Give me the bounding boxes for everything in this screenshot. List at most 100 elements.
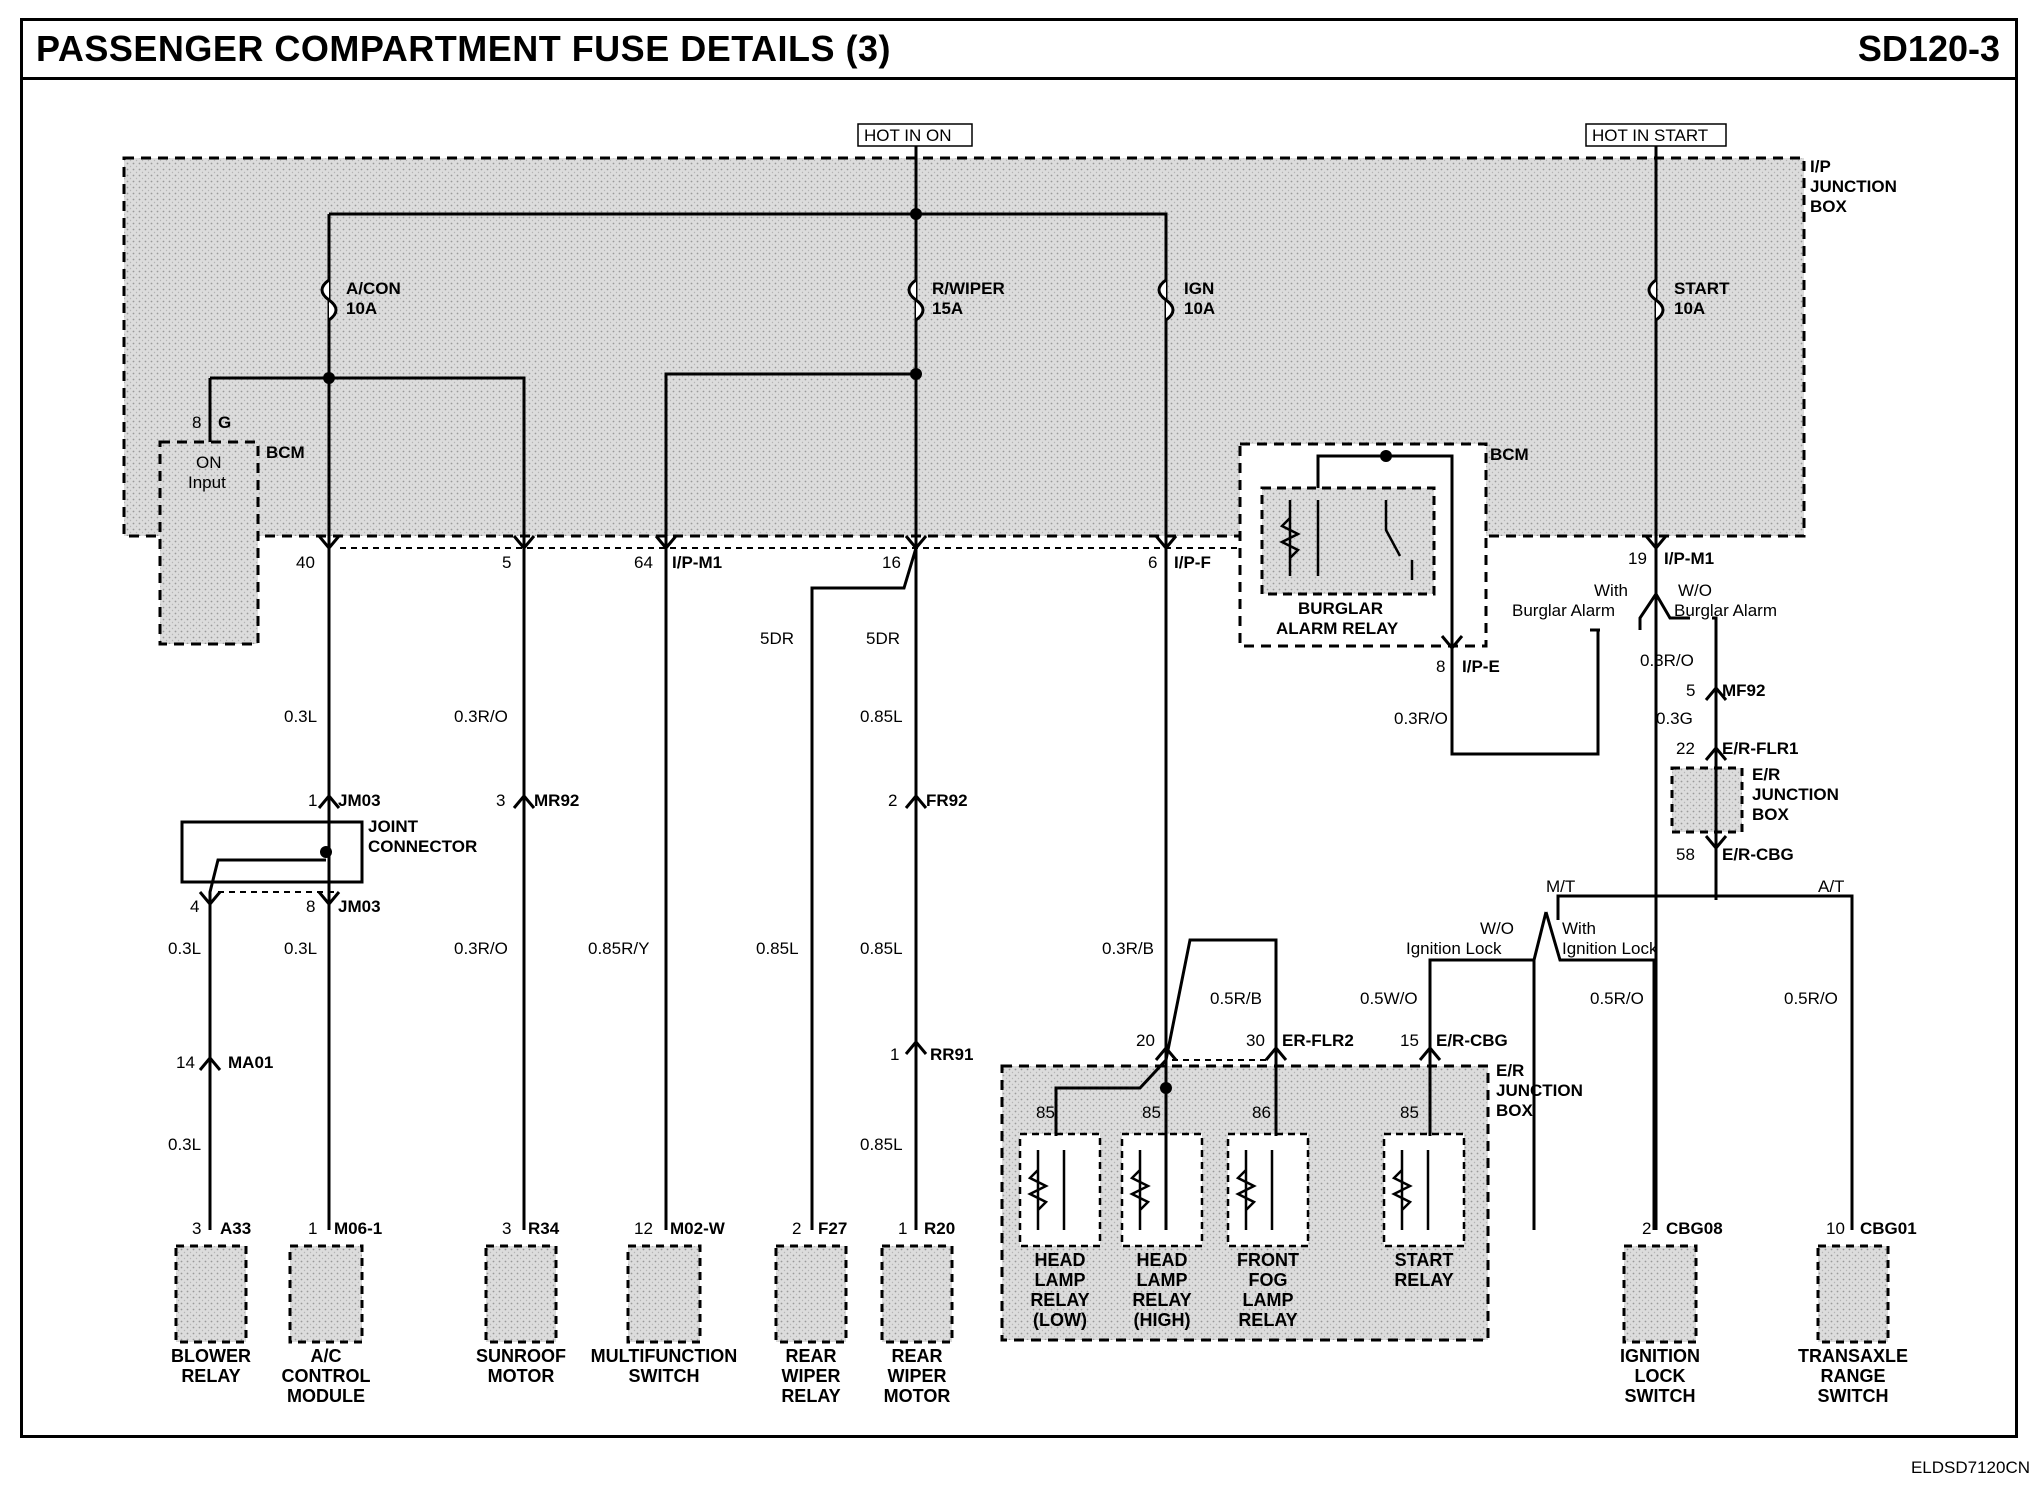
pin-flr2-20: 20 [1136, 1031, 1155, 1050]
conn-r20: R20 [924, 1219, 955, 1238]
wire-03ro-a: 0.3R/O [454, 707, 508, 726]
sunroof-2: MOTOR [488, 1366, 555, 1386]
figure-ref: ELDSD7120CN [1910, 1458, 2030, 1477]
pin-64: 64 [634, 553, 653, 572]
wire-085l-d: 0.85L [860, 1135, 903, 1154]
head-lamp-relay-high-box [1120, 1132, 1204, 1248]
fuse-rwiper-name: R/WIPER [932, 279, 1005, 298]
pin-relay-85c: 85 [1400, 1103, 1419, 1122]
branch-wo-ba-1: W/O [1678, 581, 1712, 600]
ignition-lock-switch-box [1622, 1244, 1698, 1344]
rwr-3: RELAY [781, 1386, 840, 1406]
multi-2: SWITCH [629, 1366, 700, 1386]
pin-labels: 8 G 40 5 64 I/P-M1 16 6 I/P-F 8 I/P-E 19… [176, 413, 1799, 1122]
wire-085l-c: 0.85L [860, 939, 903, 958]
splice-rwiper [910, 368, 922, 380]
front-fog-lamp-relay-box [1226, 1132, 1310, 1248]
splice-jc [320, 846, 332, 858]
splice-bcm [1380, 450, 1392, 462]
pin-fr92: FR92 [926, 791, 968, 810]
multi-1: MULTIFUNCTION [591, 1346, 738, 1366]
pin-jm03b: JM03 [338, 897, 381, 916]
pin-bcm-g: G [218, 413, 231, 432]
ac-module-1: A/C [311, 1346, 342, 1366]
splice-relay [1160, 1082, 1172, 1094]
diagram-code: SD120-3 [1857, 28, 2000, 69]
rwm-1: REAR [891, 1346, 942, 1366]
pin-relay-85b: 85 [1142, 1103, 1161, 1122]
connector-labels: 3 A33 1 M06-1 3 R34 12 M02-W 2 F27 1 R20… [192, 1219, 1917, 1238]
conn-a33: A33 [220, 1219, 251, 1238]
wire-03ro-b: 0.3R/O [454, 939, 508, 958]
er-jb-big-3: BOX [1496, 1101, 1534, 1120]
branch-with-ba-2: Burglar Alarm [1512, 601, 1615, 620]
conn-r34: R34 [528, 1219, 560, 1238]
bcm-on-label: ON [196, 453, 222, 472]
pin-mr92-3: 3 [496, 791, 505, 810]
rwr-2: WIPER [781, 1366, 840, 1386]
hot-in-start-label: HOT IN START [1592, 126, 1708, 145]
conn-cbg08-pin: 2 [1642, 1219, 1651, 1238]
pin-dividers [340, 547, 1270, 1061]
multifunction-switch-box [626, 1244, 702, 1344]
pin-relay-86: 86 [1252, 1103, 1271, 1122]
hl-low-1: HEAD [1034, 1250, 1085, 1270]
ac-module-3: MODULE [287, 1386, 365, 1406]
pin-mf92: MF92 [1722, 681, 1765, 700]
bcm-input-label: Input [188, 473, 226, 492]
conn-m06: M06-1 [334, 1219, 382, 1238]
head-lamp-relay-low-box [1018, 1132, 1102, 1248]
pin-ipm1b: I/P-M1 [1664, 549, 1714, 568]
pin-jm03a: JM03 [338, 791, 381, 810]
blower-relay-box [174, 1244, 248, 1344]
fuse-rwiper-rating: 15A [932, 299, 963, 318]
connector-marks [198, 535, 1728, 1071]
fuse-start-icon [1647, 278, 1665, 322]
pin-fr92-2: 2 [888, 791, 897, 810]
conn-a33-pin: 3 [192, 1219, 201, 1238]
branch-wo-il-2: Ignition Lock [1406, 939, 1502, 958]
rwr-1: REAR [785, 1346, 836, 1366]
transaxle-range-switch-box [1816, 1244, 1890, 1344]
conn-m02-pin: 12 [634, 1219, 653, 1238]
fuse-rwiper-icon [907, 278, 925, 322]
pin-ma01-14: 14 [176, 1053, 195, 1072]
pin-cbg-58: 58 [1676, 845, 1695, 864]
wire-085ry: 0.85R/Y [588, 939, 649, 958]
wire-5dr-b: 5DR [866, 629, 900, 648]
wire-03l-b: 0.3L [168, 939, 201, 958]
er-junction-box-small [1670, 766, 1744, 834]
component-labels: BLOWER RELAY A/C CONTROL MODULE SUNROOF … [171, 1250, 1908, 1406]
fuse-acon-name: A/CON [346, 279, 401, 298]
pin-relay-85a: 85 [1036, 1103, 1055, 1122]
er-jb-small-3: BOX [1752, 805, 1790, 824]
wire-03ro-d: 0.3R/O [1640, 651, 1694, 670]
rear-wiper-relay-box [774, 1244, 848, 1344]
pin-rr91-1: 1 [890, 1045, 899, 1064]
burglar-alarm-relay-box [1260, 486, 1436, 596]
bcm-label-left: BCM [266, 443, 305, 462]
hl-high-1: HEAD [1136, 1250, 1187, 1270]
relay-boxes [1018, 1132, 1466, 1248]
hot-in-on-tag [857, 123, 973, 147]
wire-085l-b: 0.85L [756, 939, 799, 958]
wire-05rb: 0.5R/B [1210, 989, 1262, 1008]
hot-in-on-label: HOT IN ON [864, 126, 952, 145]
conn-cbg08: CBG08 [1666, 1219, 1723, 1238]
er-jb-small-1: E/R [1752, 765, 1780, 784]
start-relay-1: START [1395, 1250, 1454, 1270]
hl-high-2: LAMP [1137, 1270, 1188, 1290]
conn-f27: F27 [818, 1219, 847, 1238]
fuse-ign-name: IGN [1184, 279, 1214, 298]
ip-jb-label-3: BOX [1810, 197, 1848, 216]
er-jb-small-2: JUNCTION [1752, 785, 1839, 804]
jc-label-1: JOINT [368, 817, 419, 836]
branch-labels: With Burglar Alarm W/O Burglar Alarm M/T… [1406, 581, 1844, 958]
hl-low-2: LAMP [1035, 1270, 1086, 1290]
pin-8-ipe: 8 [1436, 657, 1445, 676]
pin-ma01: MA01 [228, 1053, 273, 1072]
wire-03l-a: 0.3L [284, 707, 317, 726]
pin-mf92-5: 5 [1686, 681, 1695, 700]
start-relay-box [1382, 1132, 1466, 1248]
ign-lock-1: IGNITION [1620, 1346, 1700, 1366]
